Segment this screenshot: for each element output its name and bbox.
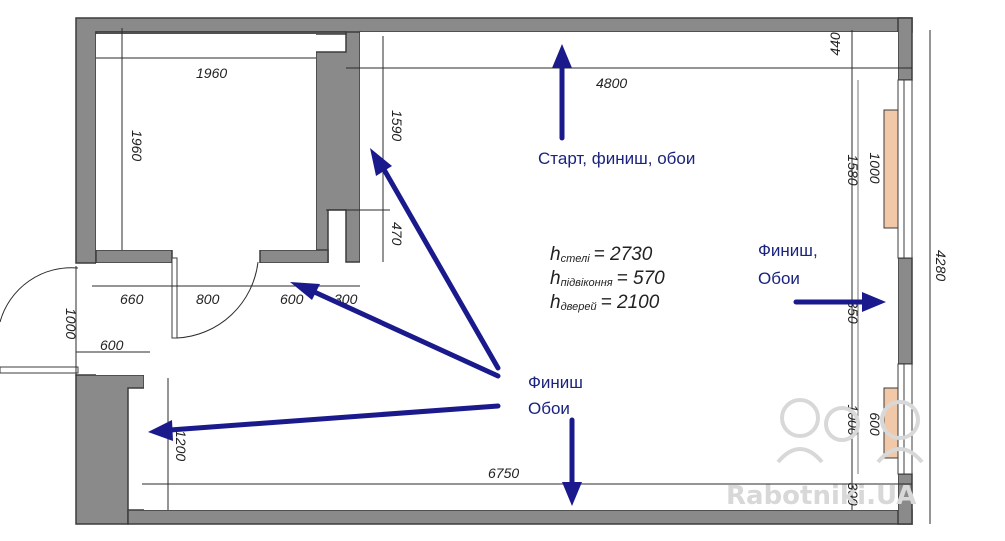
dim-room-height: 4280	[933, 250, 949, 281]
arrows	[148, 44, 886, 506]
wall-right-mid	[897, 257, 913, 365]
dim-bath-height: 1960	[129, 130, 145, 161]
arrow-to-left-wall-head	[148, 420, 173, 441]
arrow-to-bathroom-bottom	[307, 287, 501, 379]
window-2	[897, 363, 913, 475]
dim-room-total-width: 6750	[488, 465, 519, 481]
arrow-to-bathroom-wall-head	[370, 148, 392, 176]
dim-right-1580: 1580	[845, 154, 861, 185]
dim-entry-600: 600	[100, 337, 124, 353]
entry-floor	[96, 263, 144, 375]
watermark-text: Rabotniki.UA	[726, 481, 916, 511]
window-1-sill	[883, 109, 899, 229]
dim-window-600: 600	[867, 412, 883, 436]
height-ceiling: hстелі= 2730	[550, 244, 653, 265]
wall-left-lower	[75, 374, 145, 525]
wall-bathroom-bottom-right	[259, 249, 329, 264]
room-floor	[360, 32, 898, 510]
dim-bath-width: 1960	[196, 65, 227, 81]
wall-bottom	[127, 509, 913, 525]
arrow-down-head	[562, 482, 582, 506]
window-1	[897, 79, 913, 259]
note-top: Старт, финиш, обои	[538, 149, 695, 168]
watermark: Rabotniki.UA	[726, 398, 924, 511]
wall-bathroom-bottom-left	[95, 249, 173, 264]
dim-800: 800	[196, 291, 220, 307]
note-right-line1: Финиш,	[758, 241, 818, 260]
doors	[0, 257, 259, 374]
windows	[857, 79, 913, 475]
dim-room-width: 4800	[596, 75, 627, 91]
dim-window-1000: 1000	[867, 152, 883, 183]
height-sill: hпідвіконня= 570	[550, 268, 665, 289]
entry-door-leaf	[0, 366, 79, 374]
dim-right-440: 440	[827, 32, 843, 56]
bathroom-door-swing	[176, 261, 259, 339]
dim-470: 470	[389, 222, 405, 246]
note-bottom-line1: Финиш	[528, 373, 583, 392]
dim-right-350: 350	[845, 300, 861, 324]
hall-floor	[144, 263, 360, 510]
watermark-figures-icon	[776, 398, 924, 464]
note-right-line2: Обои	[758, 269, 800, 288]
height-doors: hдверей= 2100	[550, 292, 660, 313]
dim-right-300: 300	[845, 482, 861, 506]
arrow-up-head	[552, 44, 572, 68]
wall-bathroom-right	[315, 31, 361, 263]
arrow-right-head	[862, 292, 886, 312]
note-bottom-line2: Обои	[528, 399, 570, 418]
dim-1200: 1200	[173, 430, 189, 461]
arrow-to-left-wall	[167, 403, 501, 433]
bathroom-floor	[96, 34, 316, 250]
dim-660: 660	[120, 291, 144, 307]
dim-600: 600	[280, 291, 304, 307]
heights-block: hстелі= 2730 hпідвіконня= 570 hдверей= 2…	[550, 244, 665, 313]
entry-door-swing	[0, 267, 79, 323]
wall-right-top	[897, 17, 913, 81]
wall-bathroom-top	[95, 31, 347, 35]
arrow-to-bathroom-wall	[379, 163, 501, 371]
dim-entry-door: 1000	[63, 308, 79, 339]
arrow-to-bathroom-bottom-head	[290, 282, 320, 300]
dim-1590: 1590	[389, 110, 405, 141]
bathroom-door-leaf	[171, 257, 178, 339]
